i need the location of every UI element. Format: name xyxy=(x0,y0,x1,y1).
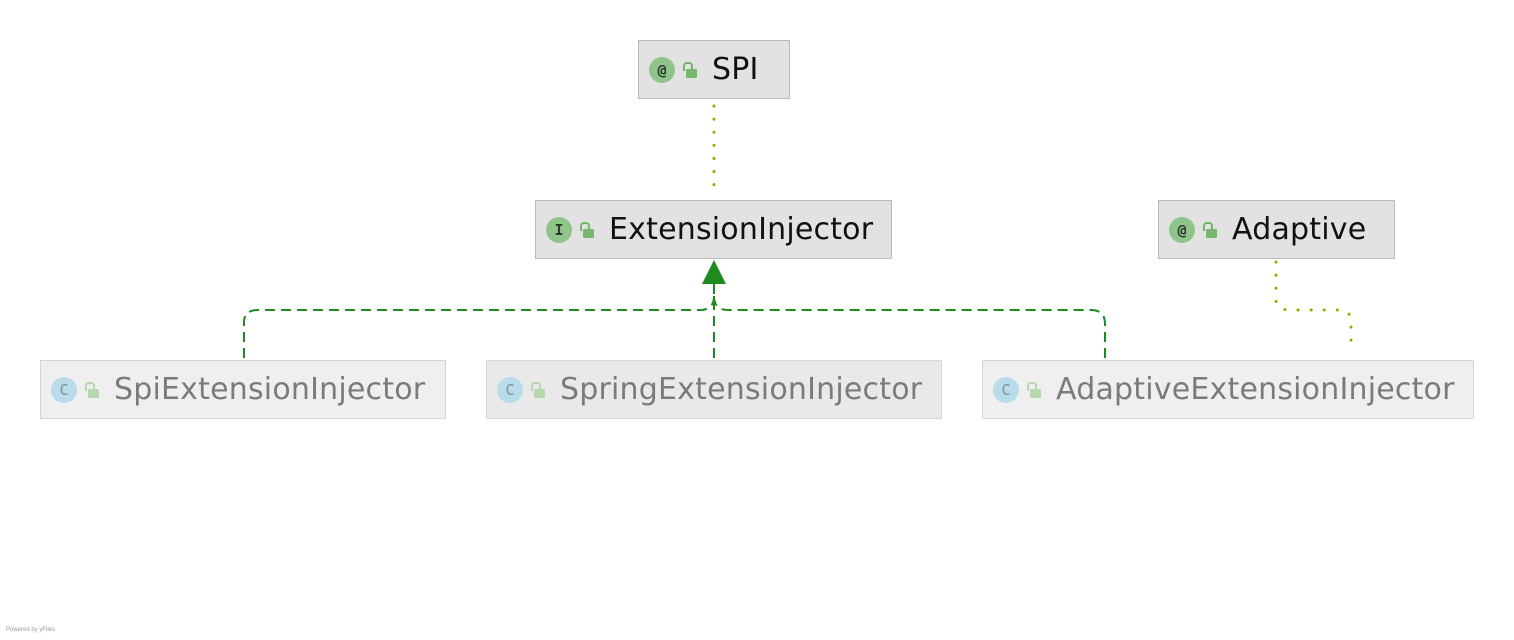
node-label: SpringExtensionInjector xyxy=(560,372,923,407)
node-label: SpiExtensionInjector xyxy=(114,372,426,407)
node-label: AdaptiveExtensionInjector xyxy=(1056,372,1455,407)
node-label: Adaptive xyxy=(1232,212,1367,247)
public-lock-icon xyxy=(84,381,100,399)
node-adaptive-extension-injector[interactable]: C AdaptiveExtensionInjector xyxy=(982,360,1474,419)
edge-adaptive-extension-injector-implements xyxy=(713,295,1106,358)
class-icon: C xyxy=(993,376,1019,403)
node-extension-injector[interactable]: I ExtensionInjector xyxy=(535,200,892,259)
node-label: SPI xyxy=(712,52,759,87)
class-icon: C xyxy=(497,376,523,403)
public-lock-icon xyxy=(1202,221,1218,239)
public-lock-icon xyxy=(682,61,698,79)
edge-adaptive-annotation xyxy=(1274,260,1353,352)
annotation-icon: @ xyxy=(649,56,675,83)
implements-arrowhead xyxy=(702,260,726,284)
class-icon: C xyxy=(51,376,77,403)
node-spi-extension-injector[interactable]: C SpiExtensionInjector xyxy=(40,360,446,419)
interface-icon: I xyxy=(546,216,572,243)
annotation-icon: @ xyxy=(1169,216,1195,243)
public-lock-icon xyxy=(530,381,546,399)
edge-spi-extension-injector-implements xyxy=(243,295,715,358)
node-spring-extension-injector[interactable]: C SpringExtensionInjector xyxy=(486,360,942,419)
node-label: ExtensionInjector xyxy=(609,212,874,247)
node-spi[interactable]: @ SPI xyxy=(638,40,790,99)
public-lock-icon xyxy=(1026,381,1042,399)
node-adaptive[interactable]: @ Adaptive xyxy=(1158,200,1395,259)
powered-by-footer: Powered by yFiles xyxy=(6,627,56,633)
public-lock-icon xyxy=(579,221,595,239)
